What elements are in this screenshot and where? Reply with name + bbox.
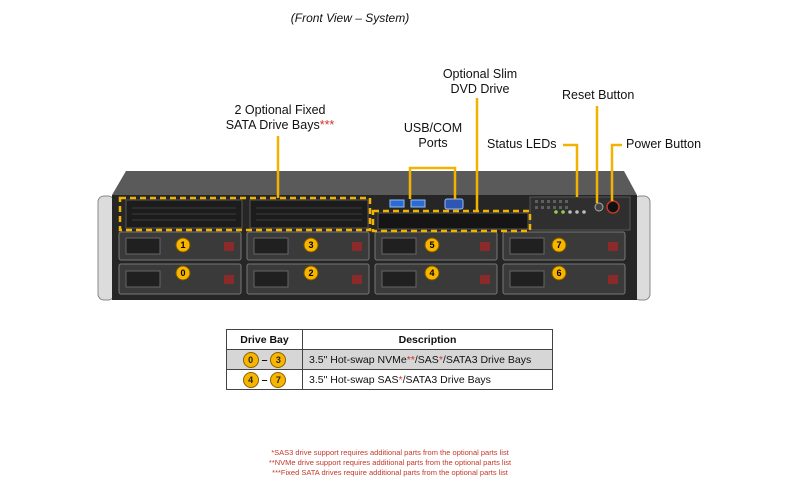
usb-port-1 <box>389 199 405 208</box>
range-dash: – <box>261 353 268 366</box>
usb-com-line1: USB/COM <box>403 121 463 135</box>
com-port <box>444 198 464 210</box>
dvd-slot <box>377 212 529 230</box>
power-button-label: Power Button <box>626 137 702 151</box>
bay-number-2: 2 <box>308 268 313 278</box>
status-leds-leader <box>563 143 579 197</box>
bay-badge-4 <box>424 265 440 281</box>
usb-port-2 <box>410 199 426 208</box>
desc-part-a: 3.5" Hot-swap NVMe <box>309 353 407 366</box>
power-button[interactable] <box>606 200 620 214</box>
header-description: Description <box>302 329 553 350</box>
bay-number-6: 6 <box>556 268 561 278</box>
drive-tray-handles <box>125 237 545 288</box>
footnote-sas3: *SAS3 drive support requires additional … <box>271 448 509 457</box>
bay-range-cell: 4–7 <box>226 369 303 390</box>
footnote-fixed-sata: ***Fixed SATA drives require additional … <box>272 468 508 477</box>
drive-release-latches <box>224 242 618 284</box>
bay-number-3: 3 <box>308 240 313 250</box>
chassis-top <box>112 171 637 195</box>
fixed-drive-bays-callout: 2 Optional Fixed SATA Drive Bays*** <box>215 103 345 133</box>
desc-footnote-mark-b: * <box>438 353 443 366</box>
fixed-drive-bays-line2: SATA Drive Bays <box>225 118 320 132</box>
desc-part-b: /SAS <box>414 353 439 366</box>
description-cell: 3.5" Hot-swap NVMe**/SAS*/SATA3 Drive Ba… <box>302 349 553 370</box>
desc-footnote-mark-a: * <box>398 373 403 386</box>
status-leds-label: Status LEDs <box>487 137 557 151</box>
table-header-row: Drive Bay Description <box>226 329 553 350</box>
bay-badge-range-end: 7 <box>270 371 287 388</box>
bay-number-1: 1 <box>180 240 185 250</box>
dvd-drive-callout: Optional Slim DVD Drive <box>430 67 530 97</box>
bay-badge-2 <box>303 265 319 281</box>
description-cell: 3.5" Hot-swap SAS*/SATA3 Drive Bays <box>302 369 553 390</box>
bay-number-5: 5 <box>429 240 434 250</box>
desc-part-a: 3.5" Hot-swap SAS <box>309 373 399 386</box>
bay-badge-6 <box>551 265 567 281</box>
view-title: (Front View – System) <box>290 11 410 25</box>
usb-com-leader <box>408 166 457 199</box>
usb-com-line2: Ports <box>418 136 448 150</box>
desc-part-b: /SATA3 Drive Bays <box>402 373 491 386</box>
bay-number-4: 4 <box>429 268 434 278</box>
header-drive-bay: Drive Bay <box>226 329 303 350</box>
fixed-drive-bays-line1: 2 Optional Fixed <box>234 103 326 117</box>
bay-number-7: 7 <box>556 240 561 250</box>
control-panel-vents <box>535 200 568 209</box>
callout-leader-lines <box>276 98 622 211</box>
fixed-bays-highlight <box>118 196 372 232</box>
table-row: 4–7 3.5" Hot-swap SAS*/SATA3 Drive Bays <box>226 369 553 390</box>
dvd-drive-line1: Optional Slim <box>442 67 518 81</box>
fixed-drive-bays-footnote-mark: *** <box>319 118 335 132</box>
server-front-view: 1 3 5 7 0 2 4 6 <box>97 98 651 301</box>
bay-badge-5 <box>424 237 440 253</box>
bay-badge-range-start: 4 <box>242 371 259 388</box>
footnote-nvme: **NVMe drive support requires additional… <box>268 458 512 467</box>
bay-badge-3 <box>303 237 319 253</box>
bay-badge-0 <box>175 265 191 281</box>
dvd-highlight <box>371 209 532 233</box>
left-rack-ear <box>97 195 115 301</box>
desc-footnote-mark-a: ** <box>406 353 415 366</box>
reset-button-label: Reset Button <box>562 88 635 102</box>
bay-badge-range-end: 3 <box>270 351 287 368</box>
bay-badge-7 <box>551 237 567 253</box>
footnotes: *SAS3 drive support requires additional … <box>0 448 780 478</box>
power-leader <box>610 143 622 201</box>
desc-part-c: /SATA3 Drive Bays <box>442 353 532 366</box>
range-dash: – <box>261 373 268 386</box>
status-leds <box>554 210 586 214</box>
reset-button[interactable] <box>594 202 604 212</box>
fixed-bay-vents <box>132 207 362 221</box>
bay-number-0: 0 <box>180 268 185 278</box>
drive-bay-table: Drive Bay Description 0–3 3.5" Hot-swap … <box>226 329 553 390</box>
bay-range-cell: 0–3 <box>226 349 303 370</box>
bay-badge-1 <box>175 237 191 253</box>
dvd-drive-line2: DVD Drive <box>450 82 510 96</box>
bay-badge-range-start: 0 <box>242 351 259 368</box>
usb-com-callout: USB/COM Ports <box>393 121 473 151</box>
table-row: 0–3 3.5" Hot-swap NVMe**/SAS*/SATA3 Driv… <box>226 349 553 370</box>
